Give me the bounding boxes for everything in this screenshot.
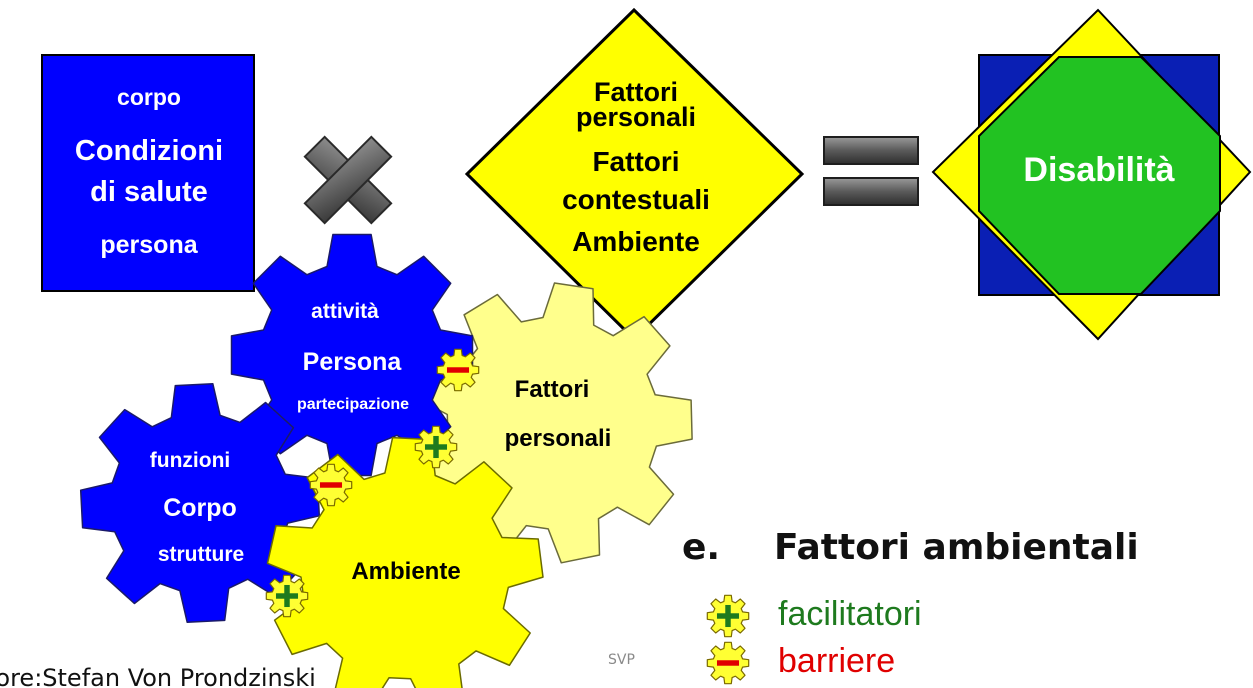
author-credit: tore:Stefan Von Prondzinski (0, 664, 316, 688)
gear-ambiente (266, 436, 544, 688)
persona-gear-label: Persona (302, 348, 402, 376)
condizioni-label: Condizioni (74, 135, 224, 167)
corpo-gear-label: Corpo (163, 494, 237, 522)
equals-icon (823, 136, 919, 206)
corpo-label: corpo (117, 84, 181, 110)
plus-gear-icon (706, 594, 750, 638)
condizioni-box (41, 54, 255, 292)
legend-heading: e. Fattori ambientali (682, 527, 1139, 568)
diamond-fattori2-label: Fattori (592, 146, 680, 177)
disabilita-symbol (931, 8, 1252, 341)
strutture-label: strutture (157, 543, 245, 566)
diamond-contestuali-label: contestuali (562, 184, 710, 215)
plus-gear-icon (265, 574, 309, 618)
minus-gear-icon (436, 348, 480, 392)
di-salute-label: di salute (90, 176, 208, 208)
multiply-icon (303, 135, 393, 225)
gear-personali-label: personali (504, 425, 612, 452)
partecipazione-label: partecipazione (296, 396, 410, 413)
minus-gear-icon (706, 641, 750, 685)
diamond-fattori-label: Fattori (594, 77, 678, 107)
gear-ambiente-label: Ambiente (351, 558, 461, 585)
gear-fattori-label: Fattori (514, 376, 590, 403)
attivita-label: attività (311, 300, 379, 323)
svp-mark: SVP (608, 652, 635, 668)
disabilita-label: Disabilità (1023, 151, 1175, 189)
legend-number: e. (682, 527, 721, 568)
diamond-personali-label: personali (575, 102, 697, 132)
legend-barriere: barriere (778, 642, 896, 680)
gear-attivita (230, 233, 474, 477)
legend-title: Fattori ambientali (774, 527, 1139, 568)
plus-gear-icon (414, 425, 458, 469)
minus-gear-icon (309, 463, 353, 507)
diamond-ambiente-label: Ambiente (572, 226, 700, 257)
legend-facilitatori: facilitatori (778, 595, 922, 633)
gear-funzioni (79, 382, 321, 624)
persona-label: persona (100, 231, 198, 259)
funzioni-label: funzioni (149, 449, 231, 472)
